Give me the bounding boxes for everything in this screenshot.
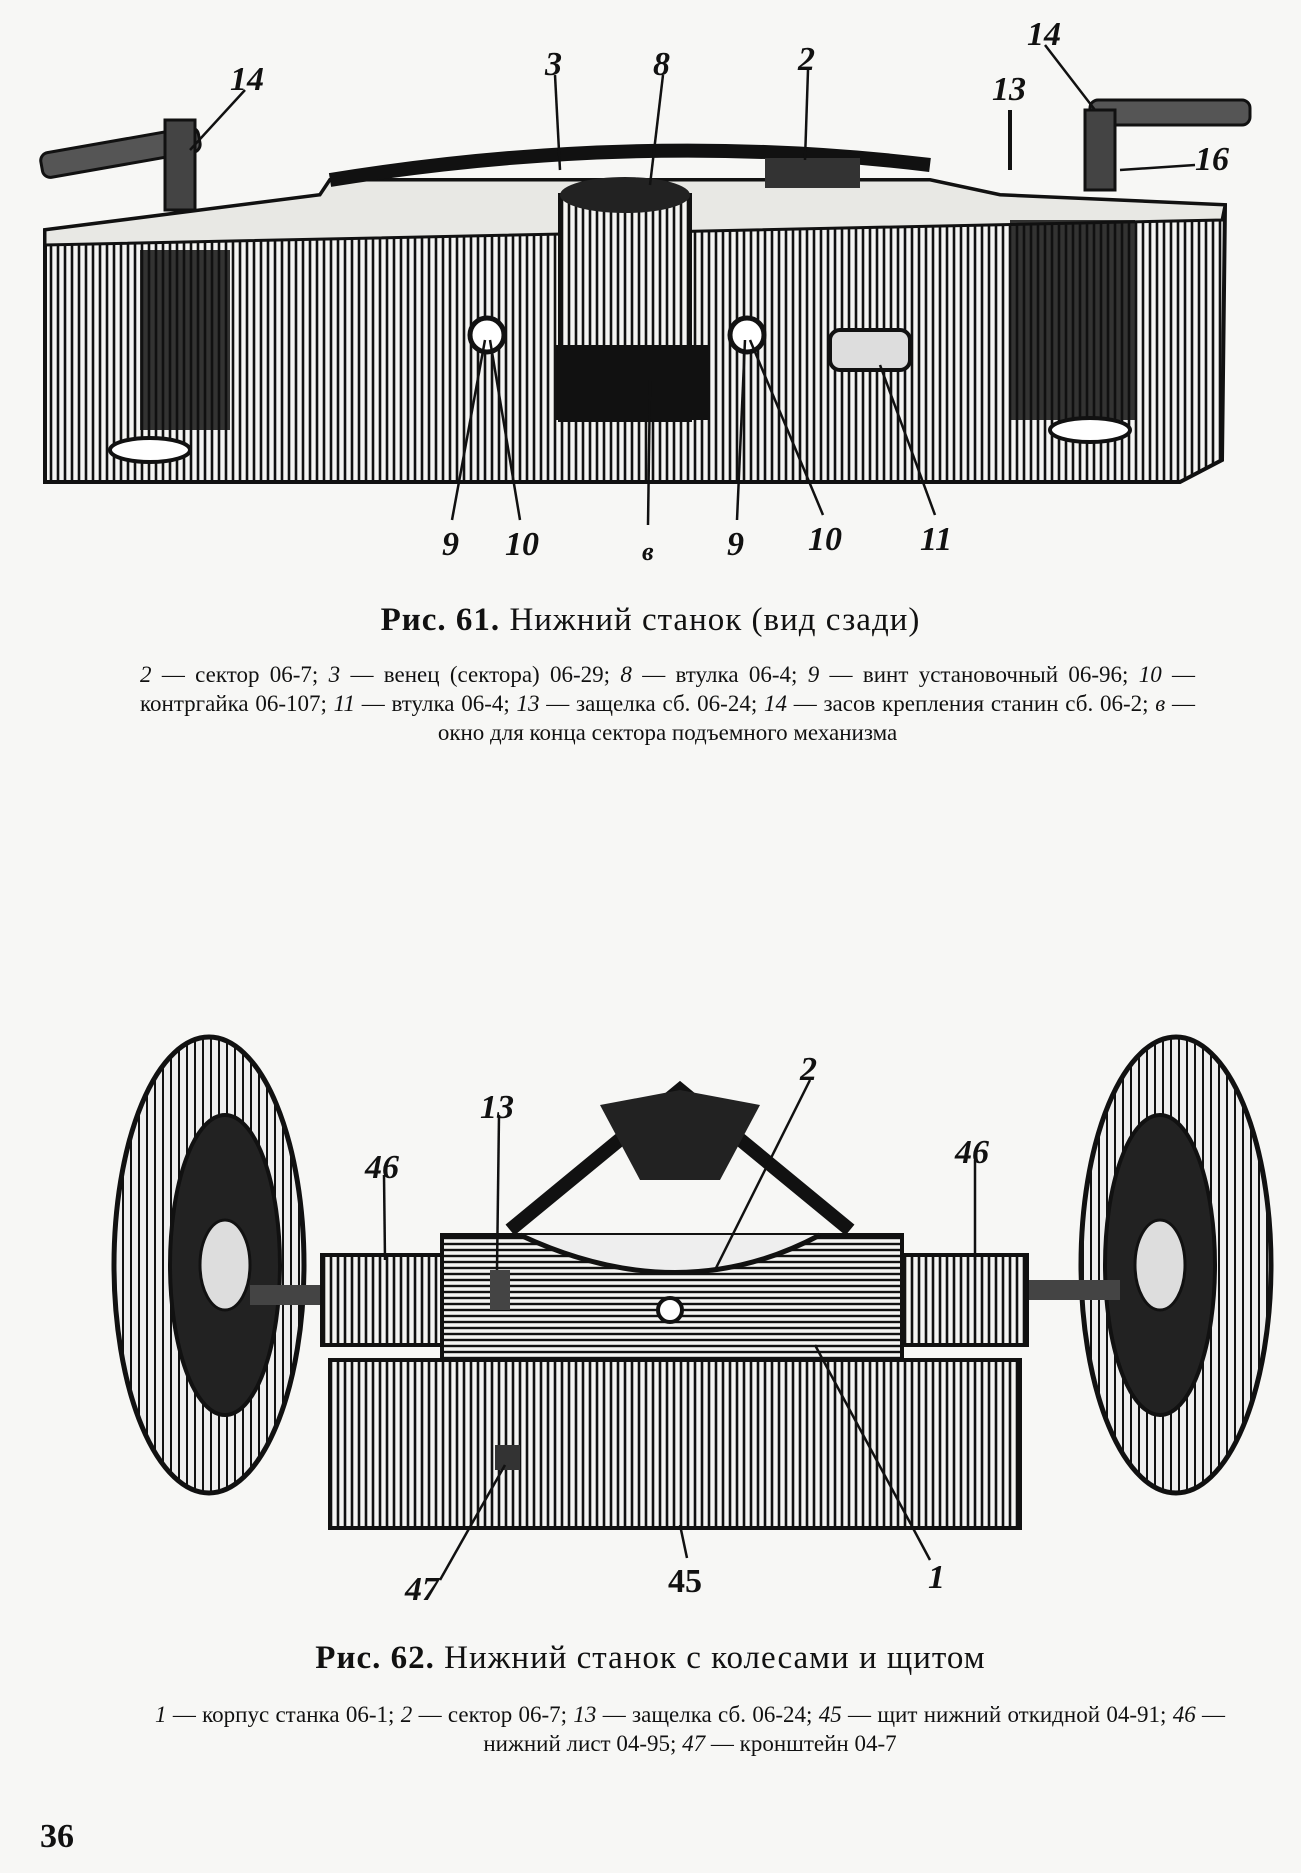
legend-item: 14 — засов крепления станин сб. 06-2; [763, 691, 1156, 716]
legend-item: 46 — нижний лист 04-95; [483, 1702, 1226, 1756]
callout-13: 13 [480, 1089, 514, 1126]
figure-number: Рис. 62. [315, 1640, 435, 1676]
callout-1: 1 [928, 1559, 945, 1596]
callout-46: 46 [954, 1134, 989, 1171]
callout-11: 11 [920, 521, 952, 558]
legend-item: 10 — контргайка 06-107; [140, 662, 1196, 716]
callout-14: 14 [1027, 16, 1061, 53]
legend-item: 13 — защелка сб. 06-24; [573, 1702, 819, 1727]
legend-item: 1 — корпус станка 06-1; [155, 1702, 401, 1727]
figure-number: Рис. 61. [380, 602, 501, 638]
callout-16: 16 [1195, 141, 1229, 178]
callout-9: 9 [727, 526, 744, 563]
legend-item: 13 — защелка сб. 06-24; [516, 691, 764, 716]
callout-46: 46 [364, 1149, 399, 1186]
figure-title: Нижний станок (вид сзади) [509, 602, 921, 638]
callout-10: 10 [505, 526, 539, 563]
figure-61-drawing: 14 3 8 2 13 14 16 9 10 в 9 10 11 [39, 16, 1252, 566]
figure-62-drawing: 13 2 46 46 47 45 1 [111, 1034, 1274, 1608]
page-number: 36 [40, 1818, 74, 1855]
callout-2: 2 [797, 41, 815, 78]
legend-item: 8 — втулка 06-4; [620, 662, 808, 687]
figure-61-caption: Рис. 61. Нижний станок (вид сзади) [0, 602, 1301, 639]
callout-3: 3 [544, 46, 562, 83]
callout-8: 8 [653, 46, 670, 83]
callout-10: 10 [808, 521, 842, 558]
legend-item: в — окно для конца сектора подъемного ме… [437, 691, 1196, 745]
legend-item: 11 — втулка 06-4; [333, 691, 517, 716]
figure-62-caption: Рис. 62. Нижний станок с колесами и щито… [0, 1640, 1301, 1677]
callout-2: 2 [799, 1051, 817, 1088]
callout-13: 13 [992, 71, 1026, 108]
legend-item: 2 — сектор 06-7; [400, 1702, 574, 1727]
callout-9: 9 [442, 526, 459, 563]
callout-14: 14 [230, 61, 264, 98]
legend-item: 47 — кронштейн 04-7 [682, 1731, 897, 1756]
callout-45: 45 [668, 1563, 702, 1600]
callout-47: 47 [404, 1571, 441, 1608]
legend-item: 9 — винт установочный 06-96; [807, 662, 1139, 687]
legend-item: 2 — сектор 06-7; [140, 662, 329, 687]
legend-item: 45 — щит нижний откидной 04-91; [818, 1702, 1173, 1727]
callout-lines [189, 44, 1196, 526]
figure-title: Нижний станок с колесами и щитом [444, 1640, 986, 1676]
figure-61-legend: 2 — сектор 06-7; 3 — венец (сектора) 06-… [140, 660, 1195, 747]
figure-62-legend: 1 — корпус станка 06-1; 2 — сектор 06-7;… [155, 1700, 1225, 1758]
callout-v: в [642, 537, 654, 566]
legend-item: 3 — венец (сектора) 06-29; [328, 662, 621, 687]
callout-lines [382, 1079, 977, 1581]
